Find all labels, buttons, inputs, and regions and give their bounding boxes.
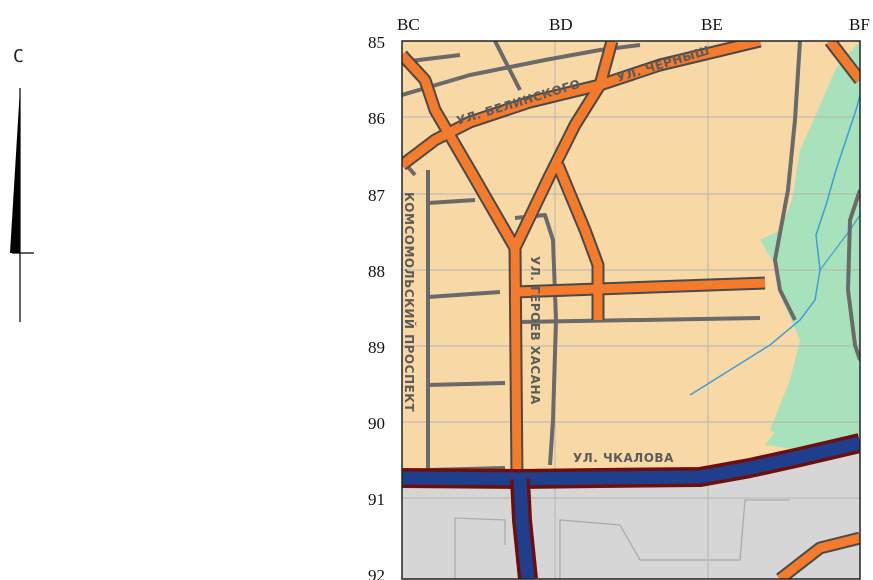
grid-row-label-86: 86 <box>368 109 385 128</box>
north-arrow: С <box>10 46 34 322</box>
industrial-boundary <box>559 499 790 579</box>
river-branch <box>819 214 860 271</box>
industrial-boundary <box>454 517 506 579</box>
north-label: С <box>13 46 24 67</box>
grid-column-label-bf: BF <box>849 15 870 34</box>
grid-row-label-90: 90 <box>368 414 385 433</box>
map-border <box>401 40 861 580</box>
north-arrow-head <box>10 88 20 253</box>
grid-row-label-88: 88 <box>368 262 385 281</box>
park-area <box>760 41 860 460</box>
grid-column-label-bd: BD <box>549 15 573 34</box>
main-roads <box>402 41 860 579</box>
grid-column-label-be: BE <box>701 15 723 34</box>
grid-row-label-91: 91 <box>368 490 385 509</box>
grid-row-label-85: 85 <box>368 33 385 52</box>
grid-column-label-bc: BC <box>397 15 420 34</box>
river <box>689 94 860 396</box>
grid-row-label-92: 92 <box>368 566 385 580</box>
street-label-chkalova: УЛ. ЧКАЛОВА <box>573 451 674 465</box>
highway-chkalova <box>402 433 860 579</box>
street-label-geroev-khasana: УЛ. ГЕРОЕВ ХАСАНА <box>528 256 542 405</box>
grid-row-label-87: 87 <box>368 186 386 205</box>
street-label-komsomolsky: КОМСОМОЛЬСКИЙ ПРОСПЕКТ <box>402 192 417 412</box>
grid-row-label-89: 89 <box>368 338 385 357</box>
